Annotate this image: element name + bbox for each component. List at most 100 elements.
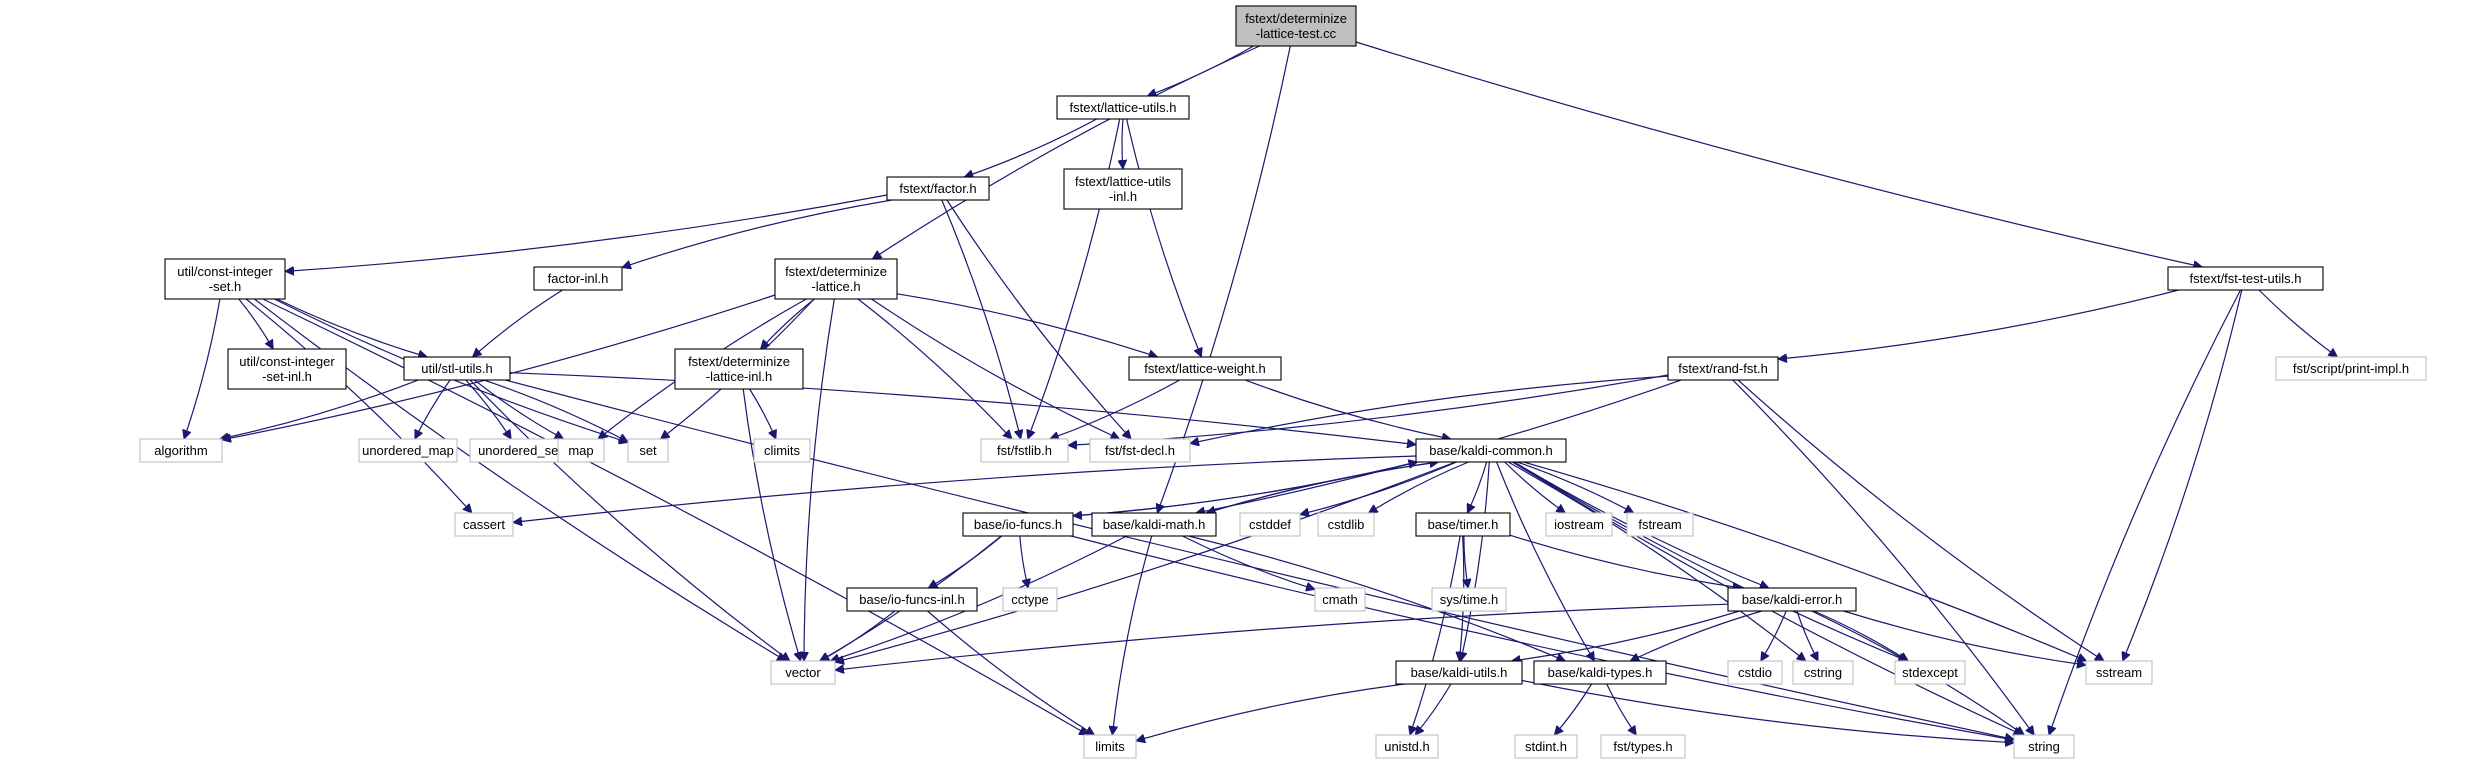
edge-line	[473, 289, 563, 357]
node-box[interactable]	[846, 587, 978, 612]
node-map: map	[557, 438, 605, 463]
edge-rand-fst-h-to-sstream	[1737, 379, 2104, 661]
node-box	[1792, 660, 1854, 685]
node-rand-fst-h[interactable]: fstext/rand-fst.h	[1667, 356, 1779, 381]
node-box[interactable]	[1235, 5, 1357, 47]
node-factor-inl-h[interactable]: factor-inl.h	[533, 266, 623, 291]
node-label: -lattice-test.cc	[1256, 26, 1337, 41]
node-label: fstext/determinize	[1245, 11, 1347, 26]
edge-line	[245, 298, 472, 513]
node-unordered-map: unordered_map	[358, 438, 458, 463]
node-io-funcs-h[interactable]: base/io-funcs.h	[962, 512, 1074, 537]
node-io-funcs-inl-h[interactable]: base/io-funcs-inl.h	[846, 587, 978, 612]
node-label: string	[2028, 739, 2060, 754]
node-kaldi-utils-h[interactable]: base/kaldi-utils.h	[1395, 660, 1523, 685]
node-kaldi-math-h[interactable]: base/kaldi-math.h	[1091, 512, 1217, 537]
node-label: util/const-integer	[239, 354, 335, 369]
edge-line	[1147, 45, 1254, 96]
edge-io-funcs-inl-h-to-limits	[927, 610, 1095, 735]
node-label: -inl.h	[1109, 189, 1137, 204]
node-box	[1375, 734, 1439, 759]
node-fst-decl-h: fst/fst-decl.h	[1089, 438, 1191, 463]
node-box	[557, 438, 605, 463]
node-fst-test-utils-h[interactable]: fstext/fst-test-utils.h	[2167, 266, 2324, 291]
node-label: stdint.h	[1525, 739, 1567, 754]
node-kaldi-common-h[interactable]: base/kaldi-common.h	[1415, 438, 1567, 463]
node-box[interactable]	[1727, 587, 1857, 612]
edge-stl-utils-h-to-map	[474, 379, 563, 440]
edge-rand-fst-h-to-string	[1732, 379, 2034, 735]
edge-kaldi-types-h-to-stdint-h	[1554, 683, 1593, 735]
edge-kaldi-common-h-to-vector	[835, 461, 1456, 662]
node-label: -set.h	[209, 279, 242, 294]
node-box[interactable]	[533, 266, 623, 291]
node-const-integer-set-inl-h[interactable]: util/const-integer-set-inl.h	[227, 348, 347, 390]
edge-factor-inl-h-to-stl-utils-h	[473, 289, 563, 357]
edge-line	[622, 199, 893, 268]
edge-determinize-lattice-h-to-determinize-lattice-inl-h	[761, 298, 815, 349]
node-lattice-weight-h[interactable]: fstext/lattice-weight.h	[1128, 356, 1282, 381]
node-stdint-h: stdint.h	[1514, 734, 1578, 759]
node-kaldi-types-h[interactable]: base/kaldi-types.h	[1533, 660, 1667, 685]
edge-line	[184, 298, 221, 439]
node-timer-h[interactable]: base/timer.h	[1415, 512, 1511, 537]
node-sstream: sstream	[2085, 660, 2153, 685]
node-box[interactable]	[1415, 438, 1567, 463]
edge-const-integer-set-h-to-algorithm	[184, 298, 221, 439]
node-box[interactable]	[1415, 512, 1511, 537]
node-box[interactable]	[1533, 660, 1667, 685]
edge-io-funcs-h-to-string	[1070, 535, 2014, 740]
node-box[interactable]	[1056, 95, 1190, 120]
node-box[interactable]	[774, 258, 898, 300]
edge-line	[1206, 462, 1438, 514]
node-box[interactable]	[227, 348, 347, 390]
node-box[interactable]	[674, 348, 804, 390]
edge-line	[872, 45, 1260, 259]
edge-line	[927, 610, 1095, 735]
node-label: base/io-funcs.h	[974, 517, 1062, 532]
node-determinize-lattice-inl-h[interactable]: fstext/determinize-lattice-inl.h	[674, 348, 804, 390]
edge-line	[896, 293, 1158, 357]
node-box[interactable]	[164, 258, 286, 300]
edge-line	[1050, 379, 1180, 439]
edge-line	[1796, 610, 1819, 661]
node-box[interactable]	[1063, 168, 1183, 210]
node-kaldi-error-h[interactable]: base/kaldi-error.h	[1727, 587, 1857, 612]
node-box[interactable]	[403, 356, 511, 381]
node-box[interactable]	[2167, 266, 2324, 291]
edge-kaldi-error-h-to-stdexcept	[1813, 610, 1909, 661]
node-box[interactable]	[1667, 356, 1779, 381]
node-const-integer-set-h[interactable]: util/const-integer-set.h	[164, 258, 286, 300]
edge-stl-utils-h-to-vector	[469, 379, 790, 661]
node-label: sstream	[2096, 665, 2142, 680]
node-label: cstddef	[1249, 517, 1291, 532]
edge-determinize-lattice-inl-h-to-climits	[749, 388, 776, 439]
node-determinize-lattice-h[interactable]: fstext/determinize-lattice.h	[774, 258, 898, 300]
node-lattice-utils-h[interactable]: fstext/lattice-utils.h	[1056, 95, 1190, 120]
edge-determinize-lattice-h-to-lattice-weight-h	[896, 293, 1158, 357]
node-box	[1626, 512, 1694, 537]
node-box[interactable]	[962, 512, 1074, 537]
node-stl-utils-h[interactable]: util/stl-utils.h	[403, 356, 511, 381]
node-determinize-lattice-test-cc[interactable]: fstext/determinize-lattice-test.cc	[1235, 5, 1357, 47]
node-factor-h[interactable]: fstext/factor.h	[886, 176, 990, 201]
edge-factor-h-to-factor-inl-h	[622, 199, 893, 268]
edge-line	[1504, 461, 1566, 513]
edge-timer-h-to-unistd-h	[1410, 535, 1461, 735]
node-label: unordered_map	[362, 443, 454, 458]
node-box[interactable]	[1128, 356, 1282, 381]
edge-kaldi-utils-h-to-limits	[1136, 683, 1405, 741]
edge-fst-test-utils-h-to-sstream	[2123, 289, 2243, 661]
edge-line	[505, 379, 2014, 739]
edge-line	[1182, 535, 1316, 589]
node-label: base/kaldi-utils.h	[1411, 665, 1508, 680]
edge-line	[1190, 375, 1669, 443]
node-box[interactable]	[1395, 660, 1523, 685]
node-box[interactable]	[1091, 512, 1217, 537]
node-box	[1431, 587, 1507, 612]
node-lattice-utils-inl-h[interactable]: fstext/lattice-utils-inl.h	[1063, 168, 1183, 210]
node-fst-types-h: fst/types.h	[1600, 734, 1686, 759]
node-box[interactable]	[886, 176, 990, 201]
node-box	[1314, 587, 1366, 612]
edge-const-integer-set-h-to-limits	[262, 298, 1088, 736]
